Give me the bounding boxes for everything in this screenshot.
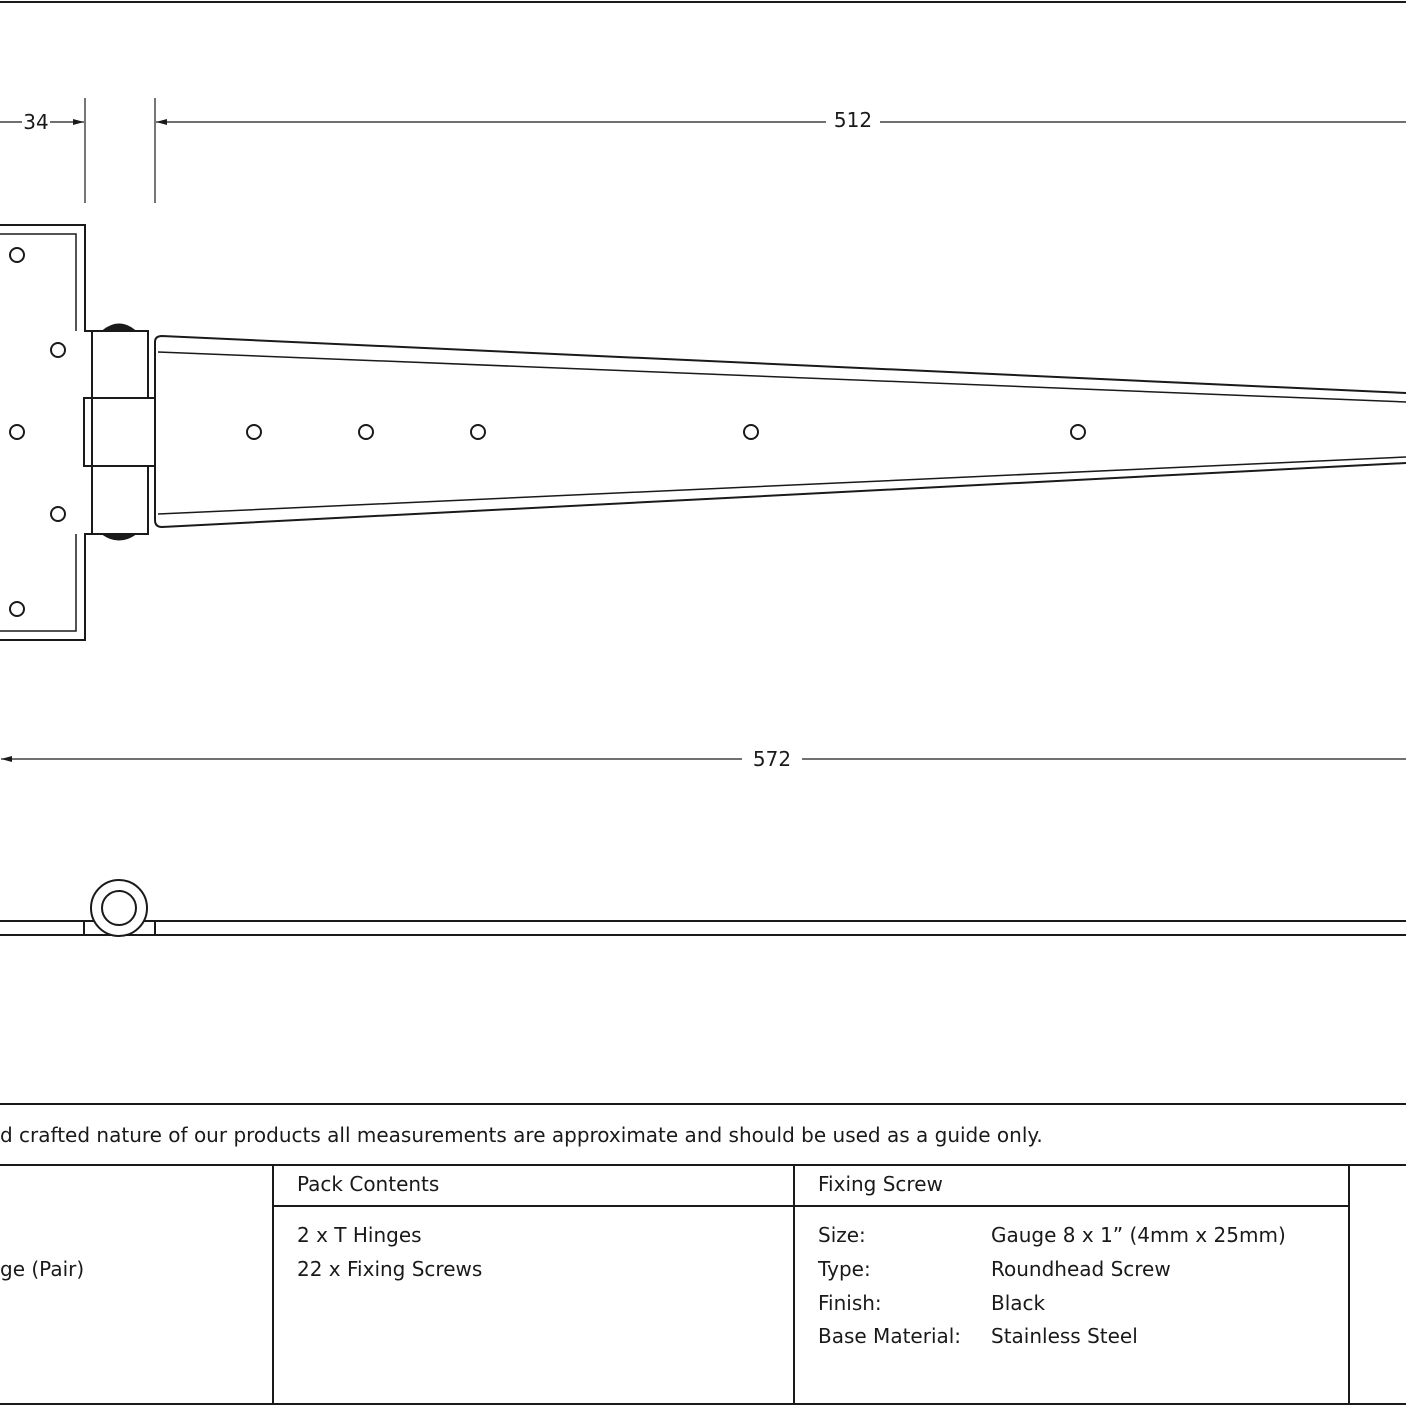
product-name-fragment: ge (Pair) [0,1257,85,1281]
screw-hole [470,424,486,440]
dimension-label-512: 512 [834,108,872,132]
fixing-screw-label: Size: [818,1223,866,1247]
pin-head-bottom [102,533,136,541]
hinge-pin [101,890,137,926]
screw-hole [9,601,25,617]
fixing-screw-label: Type: [818,1257,871,1281]
hinge-strap-bevel [157,351,1406,515]
screw-hole [9,247,25,263]
dimension-572: 572 [1,747,1406,771]
screw-hole [50,506,66,522]
dimension-label-34: 34 [23,110,48,134]
hinge-plan-view [0,224,1406,641]
fixing-screw-value: Gauge 8 x 1” (4mm x 25mm) [991,1223,1286,1247]
dimension-34: 34 [0,98,156,203]
pin-head-top [102,323,136,332]
pack-contents-header: Pack Contents [297,1172,440,1196]
fixing-screw-label: Base Material: [818,1324,962,1348]
hinge-strap-outline [148,334,1406,529]
hinge-knuckle-top [91,330,149,399]
screw-hole [358,424,374,440]
knuckle-barrel [90,879,148,937]
screw-hole [1070,424,1086,440]
pack-contents-item: 22 x Fixing Screws [297,1257,483,1281]
screw-hole [50,342,66,358]
hinge-knuckle-bottom [91,465,149,535]
fixing-screw-label: Finish: [818,1291,882,1315]
fixing-screw-value: Black [991,1291,1046,1315]
fixing-screw-value: Stainless Steel [991,1324,1138,1348]
disclaimer-text: d crafted nature of our products all mea… [0,1123,1043,1147]
fixing-screw-value: Roundhead Screw [991,1257,1171,1281]
dimension-label-572: 572 [753,747,791,771]
screw-hole [246,424,262,440]
hinge-side-view [0,879,1406,937]
pack-contents-item: 2 x T Hinges [297,1223,422,1247]
dimension-512: 512 [156,108,1406,132]
screw-hole [743,424,759,440]
title-block-lines [0,1103,1406,1405]
screw-hole [9,424,25,440]
fixing-screw-header: Fixing Screw [818,1172,943,1196]
hinge-leaf-outline [0,224,93,641]
hinge-knuckle-middle [83,397,156,467]
hinge-leaf-bevel [0,233,77,632]
